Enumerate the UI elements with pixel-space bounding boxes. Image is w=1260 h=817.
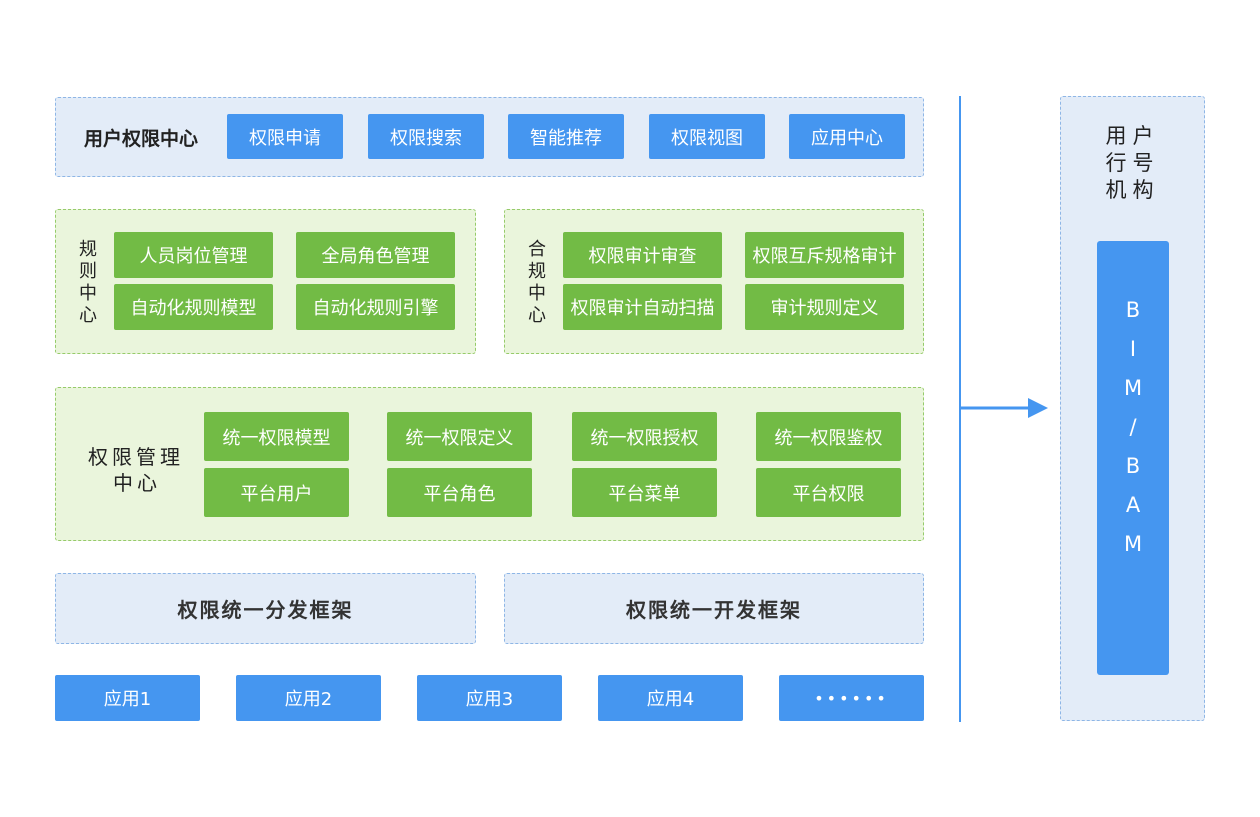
bim-letter: / [1129,415,1137,439]
app-center-button[interactable]: 应用中心 [789,114,905,159]
compliance-center-label: 合 规 中 心 [523,239,551,327]
rule-center-label-char: 心 [79,305,97,326]
bim-bam-bar[interactable]: B I M / B A M [1097,241,1169,675]
org-panel: 用户 行号 机构 B I M / B A M [1060,96,1205,721]
permission-search-button[interactable]: 权限搜索 [368,114,484,159]
unified-permission-definition-button[interactable]: 统一权限定义 [387,412,532,461]
user-permission-center-title: 用户权限中心 [84,128,199,150]
unified-permission-auth-button[interactable]: 统一权限鉴权 [756,412,901,461]
compliance-center-label-char: 合 [528,239,546,260]
permission-view-button[interactable]: 权限视图 [649,114,765,159]
development-framework-title: 权限统一开发框架 [626,598,802,622]
org-title-line: 用户 [1105,124,1160,148]
global-role-management-button[interactable]: 全局角色管理 [296,232,455,278]
permission-audit-review-button[interactable]: 权限审计审查 [563,232,722,278]
app-2-button[interactable]: 应用2 [236,675,381,721]
bim-letter: B [1125,454,1141,478]
arrow-head [1028,398,1048,418]
org-title-line: 机构 [1105,178,1160,202]
rule-center-label-char: 规 [79,239,97,260]
auto-rule-model-button[interactable]: 自动化规则模型 [114,284,273,330]
audit-rule-definition-button[interactable]: 审计规则定义 [745,284,904,330]
permission-management-center-panel: 权限管理 中心 统一权限模型 统一权限定义 统一权限授权 统一权限鉴权 平台用户… [55,387,924,541]
compliance-center-label-char: 规 [528,261,546,282]
smart-recommend-button[interactable]: 智能推荐 [508,114,624,159]
app-4-button[interactable]: 应用4 [598,675,743,721]
bim-bam-text: B I M / B A M [1097,291,1169,564]
rule-center-label: 规 则 中 心 [74,239,102,327]
more-apps-button[interactable]: •••••• [779,675,924,721]
rule-center-label-char: 中 [79,283,97,304]
permission-audit-autoscan-button[interactable]: 权限审计自动扫描 [563,284,722,330]
unified-permission-grant-button[interactable]: 统一权限授权 [572,412,717,461]
bim-letter: B [1125,298,1141,322]
app-1-button[interactable]: 应用1 [55,675,200,721]
platform-menu-button[interactable]: 平台菜单 [572,468,717,517]
org-title-line: 行号 [1105,151,1160,175]
permission-mutex-audit-button[interactable]: 权限互斥规格审计 [745,232,904,278]
distribution-framework-title: 权限统一分发框架 [177,598,354,622]
permission-management-label-line2: 中心 [113,471,161,495]
bim-letter: M [1123,532,1143,556]
staff-post-management-button[interactable]: 人员岗位管理 [114,232,273,278]
rule-center-panel: 规 则 中 心 人员岗位管理 全局角色管理 自动化规则模型 自动化规则引擎 [55,209,476,354]
bim-letter: A [1125,493,1141,517]
auto-rule-engine-button[interactable]: 自动化规则引擎 [296,284,455,330]
compliance-center-panel: 合 规 中 心 权限审计审查 权限互斥规格审计 权限审计自动扫描 审计规则定义 [504,209,924,354]
platform-permission-button[interactable]: 平台权限 [756,468,901,517]
org-panel-title: 用户 行号 机构 [1061,123,1204,204]
platform-user-button[interactable]: 平台用户 [204,468,349,517]
rule-center-label-char: 则 [79,261,97,282]
permission-management-label-line1: 权限管理 [88,445,184,469]
distribution-framework-panel: 权限统一分发框架 [55,573,476,644]
app-3-button[interactable]: 应用3 [417,675,562,721]
bim-letter: I [1129,337,1137,361]
permission-apply-button[interactable]: 权限申请 [227,114,343,159]
compliance-center-label-char: 心 [528,305,546,326]
development-framework-panel: 权限统一开发框架 [504,573,924,644]
compliance-center-label-char: 中 [528,283,546,304]
unified-permission-model-button[interactable]: 统一权限模型 [204,412,349,461]
user-permission-center-panel: 用户权限中心 权限申请 权限搜索 智能推荐 权限视图 应用中心 [55,97,924,177]
bim-letter: M [1123,376,1143,400]
platform-role-button[interactable]: 平台角色 [387,468,532,517]
